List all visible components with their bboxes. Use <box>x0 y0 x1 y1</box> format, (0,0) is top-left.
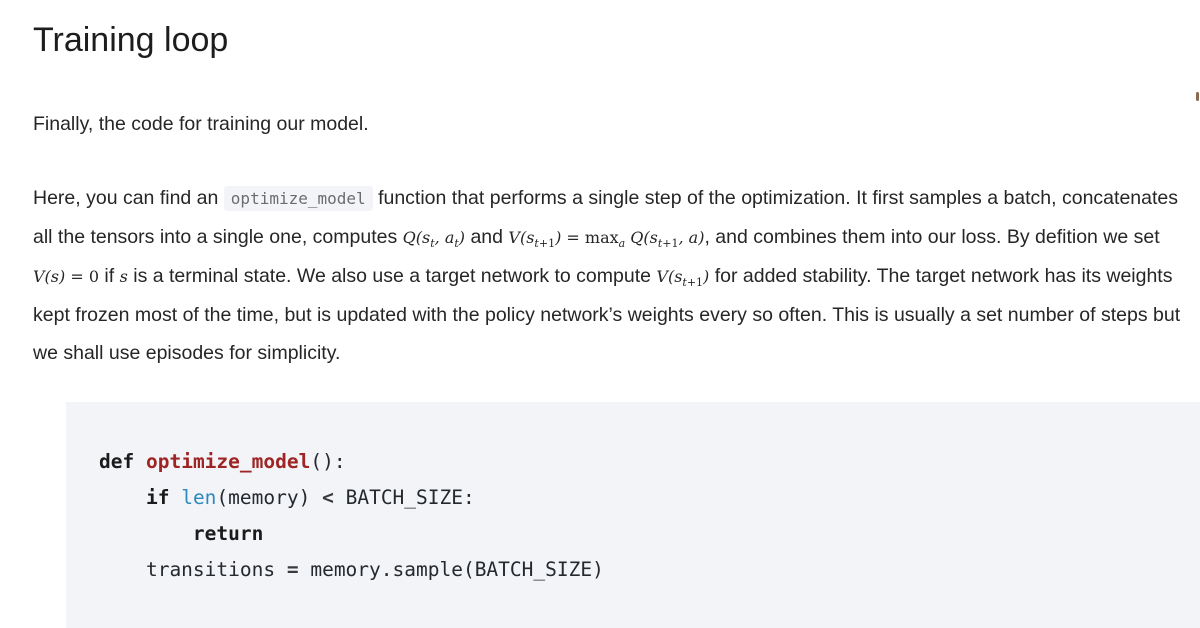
code-token <box>99 486 146 509</box>
paragraph-text: and <box>465 226 509 249</box>
code-block-pre: def optimize_model(): if len(memory) < B… <box>99 444 1183 588</box>
code-token <box>134 450 146 473</box>
code-block: def optimize_model(): if len(memory) < B… <box>66 402 1200 628</box>
main-paragraph: Here, you can find an optimize_model fun… <box>33 179 1183 372</box>
page-title: Training loop <box>33 21 229 59</box>
code-token: return <box>192 522 264 546</box>
math-s: s <box>119 267 128 287</box>
code-token: (): <box>310 450 346 474</box>
code-token: transitions <box>99 558 287 582</box>
paragraph-text: for added stability. The target network … <box>33 265 1181 365</box>
math-v-zero: V(s) = 0 <box>33 267 100 287</box>
code-line: def optimize_model(): <box>99 444 1183 480</box>
math-q-value: Q(st, at) <box>402 228 466 251</box>
code-token: def <box>99 450 135 474</box>
scrollbar-thumb[interactable] <box>1196 92 1199 101</box>
code-line: transitions = memory.sample(BATCH_SIZE) <box>99 552 1183 588</box>
code-token: memory.sample(BATCH_SIZE) <box>298 558 604 582</box>
inline-code-optimize-model: optimize_model <box>223 186 373 212</box>
paragraph-text: , and combines them into our loss. By de… <box>704 226 1160 249</box>
code-token: BATCH_SIZE: <box>333 486 475 510</box>
math-v-max: V(st+1) = maxa Q(st+1, a) <box>508 228 705 251</box>
code-token <box>99 522 193 545</box>
paragraph-text: if <box>99 265 120 288</box>
code-token: len <box>181 486 217 510</box>
code-token: optimize_model <box>145 450 311 474</box>
code-token: if <box>145 486 170 510</box>
math-v-next: V(st+1) <box>656 267 710 290</box>
code-token: < <box>322 486 334 510</box>
paragraph-text: is a terminal state. We also use a targe… <box>127 265 657 288</box>
code-line: return <box>99 516 1183 552</box>
intro-paragraph: Finally, the code for training our model… <box>33 113 369 136</box>
paragraph-text: function that performs a single step of … <box>33 187 1178 249</box>
code-token: = <box>286 558 299 582</box>
code-token: (memory) <box>216 486 323 510</box>
code-token <box>169 486 181 509</box>
paragraph-text: Here, you can find an <box>33 187 224 210</box>
code-line: if len(memory) < BATCH_SIZE: <box>99 480 1183 516</box>
